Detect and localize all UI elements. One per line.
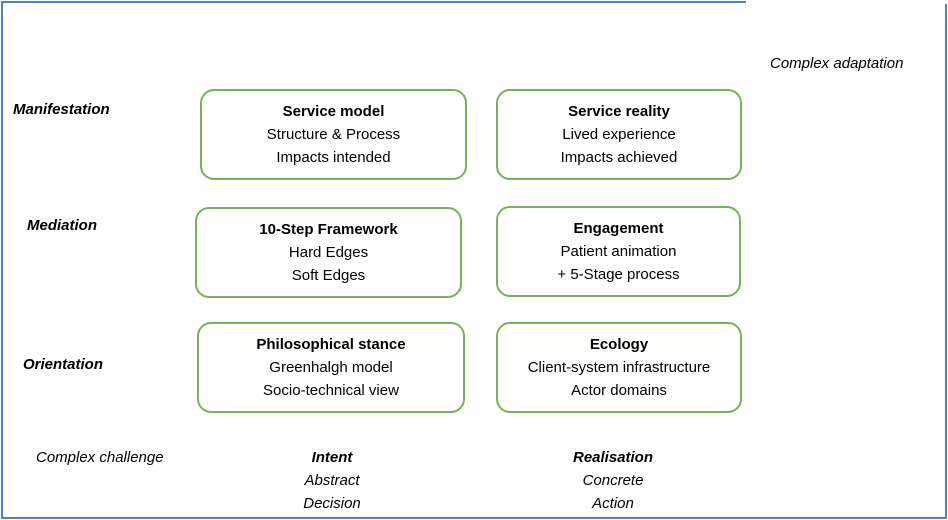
service-model-line2: Impacts intended [276, 149, 391, 166]
realisation-line1: Concrete [582, 472, 644, 489]
philosophical-stance-title: Philosophical stance [256, 336, 406, 353]
service-model-title: Service model [282, 103, 385, 120]
engagement-line2: + 5-Stage process [557, 266, 680, 283]
philosophical-stance-line1: Greenhalgh model [269, 359, 393, 376]
frame-gap [746, 0, 948, 4]
service-model-line1: Structure & Process [266, 126, 401, 143]
framework-box: 10-Step Framework Hard Edges Soft Edges [195, 207, 462, 298]
ecology-box: Ecology Client-system infrastructure Act… [496, 322, 742, 413]
service-reality-title: Service reality [568, 103, 670, 120]
intent-column-label: Intent Abstract Decision [262, 446, 402, 515]
complex-adaptation-label: Complex adaptation [770, 55, 904, 72]
realisation-column-label: Realisation Concrete Action [542, 446, 684, 515]
ecology-title: Ecology [589, 336, 649, 353]
engagement-line1: Patient animation [560, 243, 677, 260]
framework-title: 10-Step Framework [259, 221, 398, 238]
service-reality-box: Service reality Lived experience Impacts… [496, 89, 742, 180]
realisation-line2: Action [592, 495, 634, 512]
ecology-line2: Actor domains [571, 382, 667, 399]
row-label-manifestation: Manifestation [13, 101, 110, 118]
service-reality-line1: Lived experience [562, 126, 676, 143]
philosophical-stance-box: Philosophical stance Greenhalgh model So… [197, 322, 465, 413]
framework-line1: Hard Edges [288, 244, 369, 261]
ecology-line1: Client-system infrastructure [527, 359, 711, 376]
engagement-box: Engagement Patient animation + 5-Stage p… [496, 206, 741, 297]
engagement-title: Engagement [573, 220, 664, 237]
row-label-mediation: Mediation [27, 217, 97, 234]
intent-line1: Abstract [304, 472, 360, 489]
realisation-head: Realisation [572, 449, 654, 466]
intent-head: Intent [311, 449, 353, 466]
service-model-box: Service model Structure & Process Impact… [200, 89, 467, 180]
row-label-orientation: Orientation [23, 356, 104, 373]
intent-line2: Decision [303, 495, 361, 512]
philosophical-stance-line2: Socio-technical view [263, 382, 399, 399]
service-reality-line2: Impacts achieved [560, 149, 678, 166]
complex-challenge-label: Complex challenge [36, 449, 164, 466]
framework-line2: Soft Edges [291, 267, 366, 284]
